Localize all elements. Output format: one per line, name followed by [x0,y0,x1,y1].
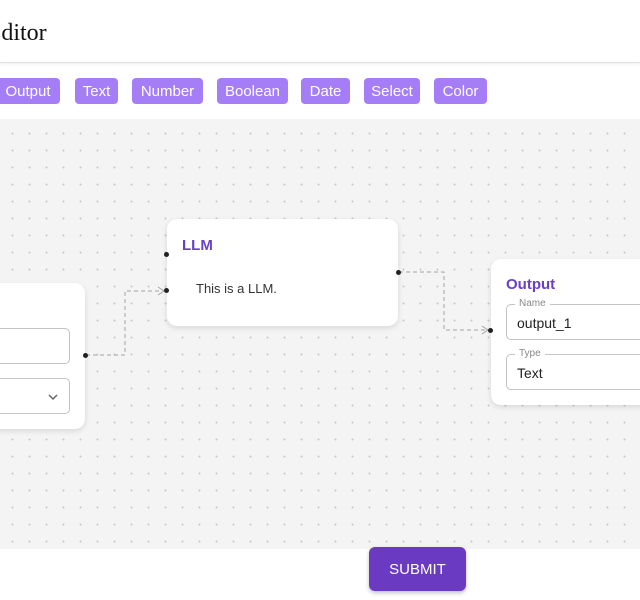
input-node-name-field[interactable] [0,328,70,364]
toolbar-number-button[interactable]: Number [132,78,203,104]
input-node-type-select[interactable] [0,378,70,414]
output-type-value: Text [517,365,543,381]
llm-node-target-handle-1[interactable] [164,252,169,257]
llm-node-source-handle[interactable] [396,270,401,275]
output-type-label: Type [515,348,545,359]
toolbar-output-button[interactable]: Output [0,78,60,104]
toolbar-date-button[interactable]: Date [301,78,350,104]
output-node-title: Output [506,276,556,293]
submit-button[interactable]: SUBMIT [369,547,466,591]
toolbar-text-button[interactable]: Text [75,78,118,104]
llm-node-description: This is a LLM. [196,281,277,296]
app-header: e Editor [0,0,640,63]
page-title: e Editor [0,20,47,46]
toolbar-select-button[interactable]: Select [364,78,420,104]
input-node-source-handle[interactable] [83,353,88,358]
llm-node-target-handle-2[interactable] [164,288,169,293]
output-node-target-handle[interactable] [488,328,493,333]
edge-input-to-llm[interactable] [86,286,165,356]
toolbar-color-button[interactable]: Color [434,78,487,104]
input-node[interactable] [0,283,85,429]
output-type-select[interactable]: Type Text [506,348,640,390]
edge-llm-to-output[interactable] [399,271,489,335]
toolbar-boolean-button[interactable]: Boolean [217,78,288,104]
output-node[interactable]: Output Name output_1 Type Text [491,259,640,405]
node-toolbar: Output Text Number Boolean Date Select C… [0,78,640,105]
flow-canvas[interactable]: LLM This is a LLM. Output Name output_1 … [0,119,640,549]
output-name-field[interactable]: Name output_1 [506,298,640,340]
llm-node-title: LLM [182,237,213,254]
chevron-down-icon [48,394,58,401]
llm-node[interactable]: LLM This is a LLM. [167,219,398,326]
output-name-label: Name [515,298,550,309]
output-name-value: output_1 [517,315,572,331]
